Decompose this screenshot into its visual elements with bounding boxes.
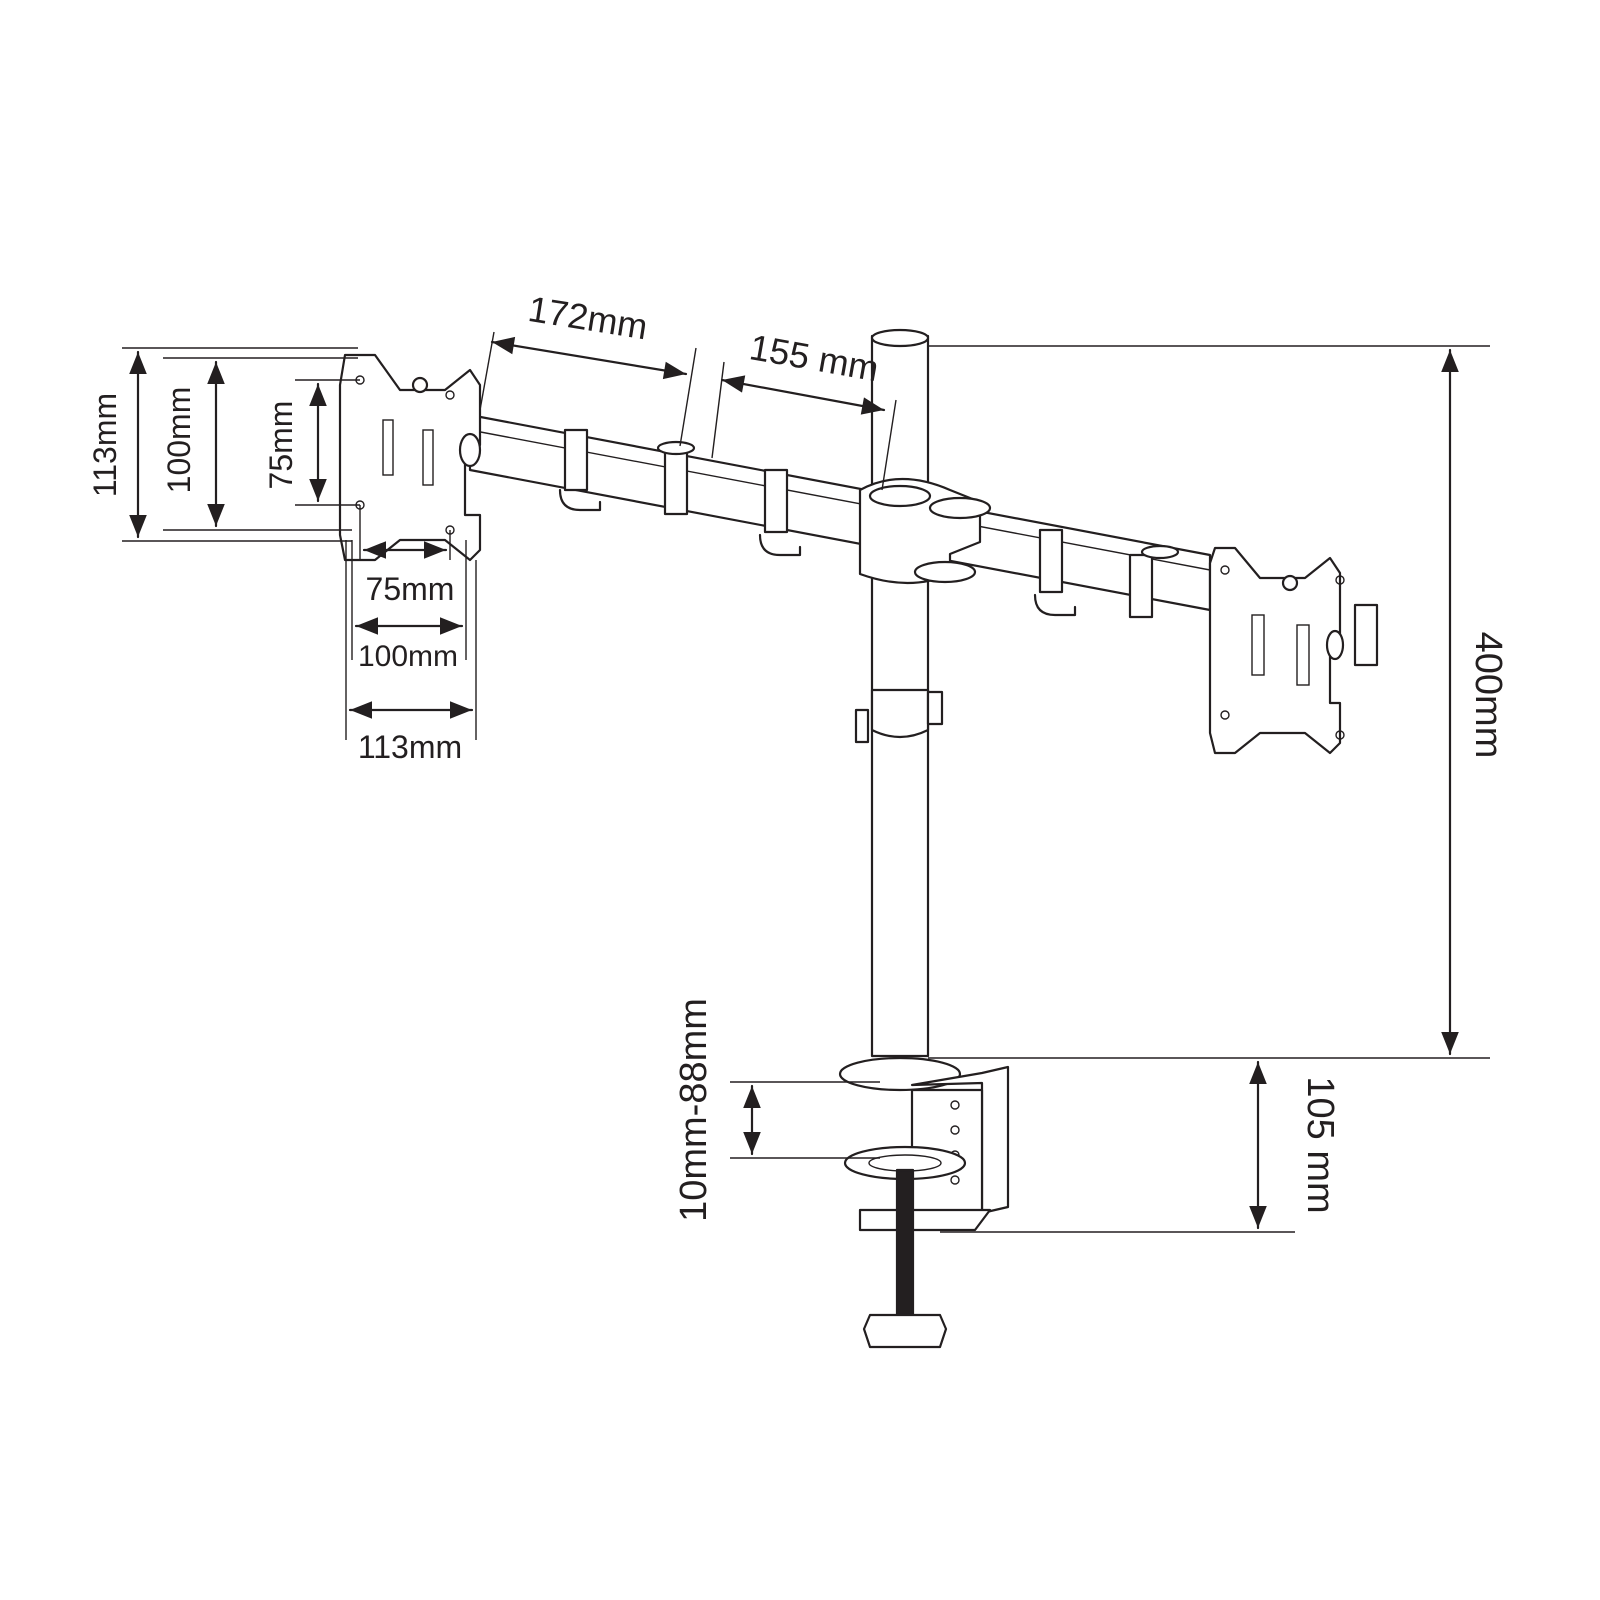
pole [854, 328, 944, 1058]
label-plate-width-outer: 113mm [358, 729, 462, 765]
label-plate-height-outer: 113mm [87, 393, 123, 497]
label-plate-width-inner: 75mm [366, 571, 455, 607]
label-arm-segment-outer: 172mm [525, 288, 650, 347]
label-plate-height-mid: 100mm [161, 387, 197, 494]
left-vesa-plate [338, 353, 482, 562]
label-clamp-height: 105 mm [1299, 1076, 1341, 1213]
right-vesa-plate [1208, 546, 1379, 755]
label-clamp-range: 10mm-88mm [673, 998, 715, 1222]
arm [468, 413, 1212, 619]
dimension-lines [122, 331, 1490, 1233]
label-plate-width-mid: 100mm [358, 640, 458, 673]
label-plate-height-inner: 75mm [263, 401, 299, 490]
label-pole-height: 400mm [1467, 632, 1509, 759]
desk-clamp [838, 1056, 1010, 1349]
label-arm-segment-inner: 155 mm [747, 326, 882, 389]
